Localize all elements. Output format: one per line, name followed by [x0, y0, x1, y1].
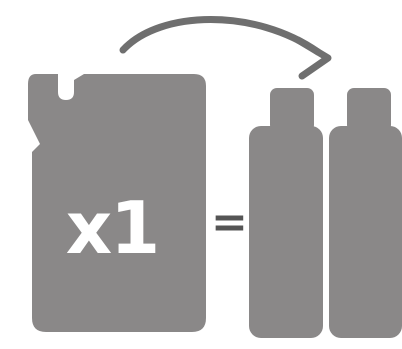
bottle-icon — [329, 88, 402, 338]
pouch-quantity-label: x1 — [65, 186, 161, 270]
bottle-icon — [249, 88, 323, 338]
equals-sign: = — [211, 197, 248, 248]
refill-pouch-icon — [28, 74, 206, 332]
curved-arrow-icon — [119, 16, 332, 80]
